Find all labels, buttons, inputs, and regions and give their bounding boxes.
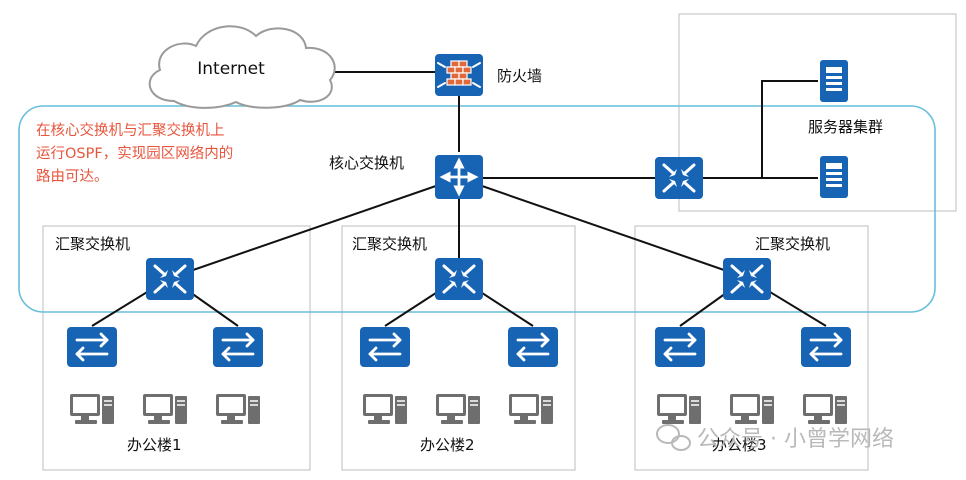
internet-cloud: Internet [148, 25, 336, 109]
access-switch-icon-2a [358, 325, 412, 369]
server-cluster-box [678, 13, 957, 212]
internet-label: Internet [197, 59, 265, 79]
pc-icon-3b [729, 393, 775, 425]
aggregation-switch-icon-2 [433, 256, 485, 302]
pc-icon-2c [508, 393, 554, 425]
server-cluster-label: 服务器集群 [808, 118, 883, 136]
pc-icon-3c [802, 393, 848, 425]
server-icon-1 [820, 60, 848, 102]
firewall-label: 防火墙 [497, 67, 542, 85]
ospf-note-line-1: 在核心交换机与汇聚交换机上 [36, 121, 225, 139]
building-box-1 [42, 225, 311, 471]
aggregation-switch-icon-3 [721, 256, 773, 302]
building-label-1: 办公楼1 [127, 436, 182, 454]
access-switch-icon-1a [65, 325, 119, 369]
pc-icon-2b [435, 393, 481, 425]
pc-icon-3a [656, 393, 702, 425]
core-switch-label: 核心交换机 [329, 154, 404, 172]
access-switch-icon-1b [211, 325, 265, 369]
server-icon-2 [820, 156, 848, 198]
access-switch-icon-3a [653, 325, 707, 369]
access-switch-icon-2b [506, 325, 560, 369]
pc-icon-1b [142, 393, 188, 425]
aggregation-label-1: 汇聚交换机 [55, 235, 130, 253]
pc-icon-2a [362, 393, 408, 425]
watermark-text: 公众号 · 小曾学网络 [697, 427, 894, 452]
pc-icon-1c [215, 393, 261, 425]
ospf-note-line-2: 运行OSPF，实现园区网络内的 [36, 145, 233, 162]
pc-icon-1a [69, 393, 115, 425]
building-label-2: 办公楼2 [420, 436, 475, 454]
server-switch-icon [653, 155, 705, 201]
access-switch-icon-3b [799, 325, 853, 369]
ospf-note-line-3: 路由可达。 [36, 168, 109, 185]
aggregation-label-2: 汇聚交换机 [352, 235, 427, 253]
building-box-3 [634, 225, 869, 471]
aggregation-label-3: 汇聚交换机 [755, 235, 830, 253]
ospf-area [18, 105, 936, 313]
core-switch-icon [435, 155, 483, 199]
wechat-icon [656, 424, 691, 451]
watermark: 公众号 · 小曾学网络 [656, 424, 894, 452]
ospf-note: 在核心交换机与汇聚交换机上 运行OSPF，实现园区网络内的 路由可达。 [36, 121, 238, 185]
building-label-3: 办公楼3 [712, 436, 767, 454]
firewall-icon [435, 54, 483, 96]
aggregation-switch-icon-1 [144, 256, 196, 302]
